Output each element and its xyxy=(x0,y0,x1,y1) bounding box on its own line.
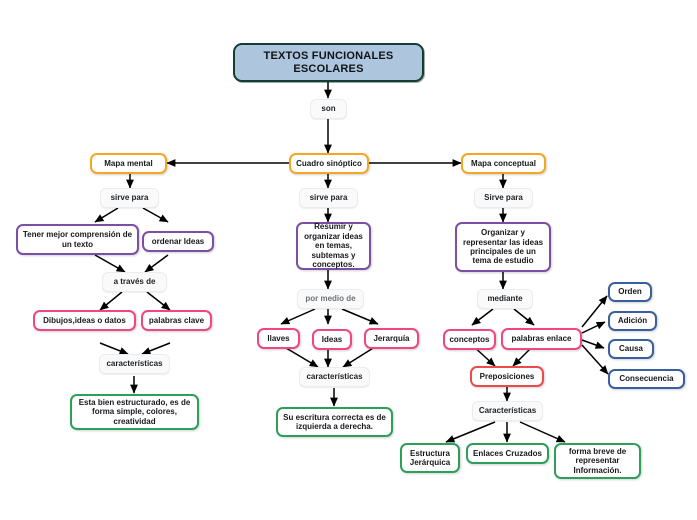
node-orden-label: Orden xyxy=(618,287,642,297)
link-node-a-traves-de[interactable]: a través de xyxy=(102,272,167,292)
node-cuadro-sinoptico-label: Cuadro sinóptico xyxy=(296,158,362,168)
node-palabras-clave[interactable]: palabras clave xyxy=(141,310,212,331)
root-node-label-line1: TEXTOS FUNCIONALES xyxy=(263,49,394,62)
node-dibujos-ideas-datos-label: Dibujos,ideas o datos xyxy=(43,315,126,325)
node-enlaces-cruzados-label: Enlaces Cruzados xyxy=(473,448,542,458)
root-node-textos-funcionales-escolares[interactable]: TEXTOS FUNCIONALES ESCOLARES xyxy=(233,43,424,82)
link-node-mediante-label: mediante xyxy=(487,294,523,304)
node-resumir-organizar[interactable]: Resumir y organizar ideas en temas, subt… xyxy=(296,222,371,270)
node-resumir-organizar-label: Resumir y organizar ideas en temas, subt… xyxy=(304,222,363,270)
node-estructura-jerarquica-label: Estructura Jerárquica xyxy=(409,448,451,467)
link-node-caracteristicas-right[interactable]: Características xyxy=(472,401,543,421)
node-jerarquia[interactable]: Jerarquía xyxy=(364,328,419,349)
node-forma-breve-representar[interactable]: forma breve de representar Información. xyxy=(554,443,641,479)
node-adicion[interactable]: Adición xyxy=(608,311,657,331)
node-mapa-mental[interactable]: Mapa mental xyxy=(90,153,167,174)
node-organizar-representar-label: Organizar y representar las ideas princi… xyxy=(462,228,544,266)
node-consecuencia[interactable]: Consecuencia xyxy=(608,369,685,389)
node-dibujos-ideas-datos[interactable]: Dibujos,ideas o datos xyxy=(33,310,136,331)
link-node-caracteristicas-left-label: características xyxy=(106,359,163,369)
node-ordenar-ideas[interactable]: ordenar Ideas xyxy=(142,231,214,252)
node-esta-bien-estructurado-label: Esta bien estructurado, es de forma simp… xyxy=(78,397,191,426)
node-forma-breve-representar-label: forma breve de representar Información. xyxy=(568,446,627,475)
node-mapa-mental-label: Mapa mental xyxy=(104,158,153,168)
link-node-sirve-para-center-label: sirve para xyxy=(309,193,348,203)
node-ordenar-ideas-label: ordenar Ideas xyxy=(151,236,205,246)
node-consecuencia-label: Consecuencia xyxy=(619,374,674,384)
node-palabras-clave-label: palabras clave xyxy=(148,315,205,325)
link-node-sirve-para-right-label: Sirve para xyxy=(484,193,523,203)
node-preposiciones[interactable]: Preposiciones xyxy=(470,366,544,387)
node-cuadro-sinoptico[interactable]: Cuadro sinóptico xyxy=(289,153,369,174)
node-palabras-enlace[interactable]: palabras enlace xyxy=(501,328,582,350)
root-node-label-line2: ESCOLARES xyxy=(293,62,364,75)
link-node-sirve-para-left-label: sirve para xyxy=(110,193,149,203)
node-esta-bien-estructurado[interactable]: Esta bien estructurado, es de forma simp… xyxy=(70,394,199,430)
node-jerarquia-label: Jerarquía xyxy=(373,333,410,343)
node-organizar-representar[interactable]: Organizar y representar las ideas princi… xyxy=(455,222,551,272)
node-enlaces-cruzados[interactable]: Enlaces Cruzados xyxy=(466,443,549,464)
link-node-mediante[interactable]: mediante xyxy=(477,289,533,309)
link-node-por-medio-de[interactable]: por medio de xyxy=(297,289,364,309)
link-node-caracteristicas-center-label: características xyxy=(306,372,363,382)
node-orden[interactable]: Orden xyxy=(608,282,652,302)
node-llaves-label: llaves xyxy=(267,333,290,343)
node-causa-label: Causa xyxy=(618,344,643,354)
node-ideas[interactable]: Ideas xyxy=(312,329,352,350)
link-node-a-traves-de-label: a través de xyxy=(113,277,156,287)
node-conceptos-label: conceptos xyxy=(449,334,490,344)
node-ideas-label: Ideas xyxy=(321,334,343,344)
node-causa[interactable]: Causa xyxy=(608,339,654,359)
node-tener-mejor-comprension[interactable]: Tener mejor comprensión de un texto xyxy=(16,224,139,255)
node-su-escritura-correcta-label: Su escritura correcta es de izquierda a … xyxy=(283,412,386,431)
node-tener-mejor-comprension-label: Tener mejor comprensión de un texto xyxy=(22,230,133,249)
link-node-son-label: son xyxy=(321,104,336,114)
link-node-caracteristicas-left[interactable]: características xyxy=(99,354,170,374)
node-adicion-label: Adición xyxy=(617,316,648,326)
node-estructura-jerarquica[interactable]: Estructura Jerárquica xyxy=(400,443,460,473)
link-node-son[interactable]: son xyxy=(310,99,347,119)
link-node-sirve-para-left[interactable]: sirve para xyxy=(100,188,159,208)
root-node-label: TEXTOS FUNCIONALES ESCOLARES xyxy=(258,50,400,76)
node-mapa-conceptual-label: Mapa conceptual xyxy=(471,158,536,168)
node-su-escritura-correcta[interactable]: Su escritura correcta es de izquierda a … xyxy=(276,407,393,437)
link-node-por-medio-de-label: por medio de xyxy=(305,294,356,304)
link-node-sirve-para-right[interactable]: Sirve para xyxy=(474,188,533,208)
node-palabras-enlace-label: palabras enlace xyxy=(511,334,572,344)
node-mapa-conceptual[interactable]: Mapa conceptual xyxy=(461,153,546,174)
node-llaves[interactable]: llaves xyxy=(257,328,300,349)
link-node-caracteristicas-right-label: Características xyxy=(478,406,537,416)
node-preposiciones-label: Preposiciones xyxy=(479,371,535,381)
link-node-caracteristicas-center[interactable]: características xyxy=(299,367,370,387)
node-conceptos[interactable]: conceptos xyxy=(443,329,496,350)
link-node-sirve-para-center[interactable]: sirve para xyxy=(299,188,358,208)
